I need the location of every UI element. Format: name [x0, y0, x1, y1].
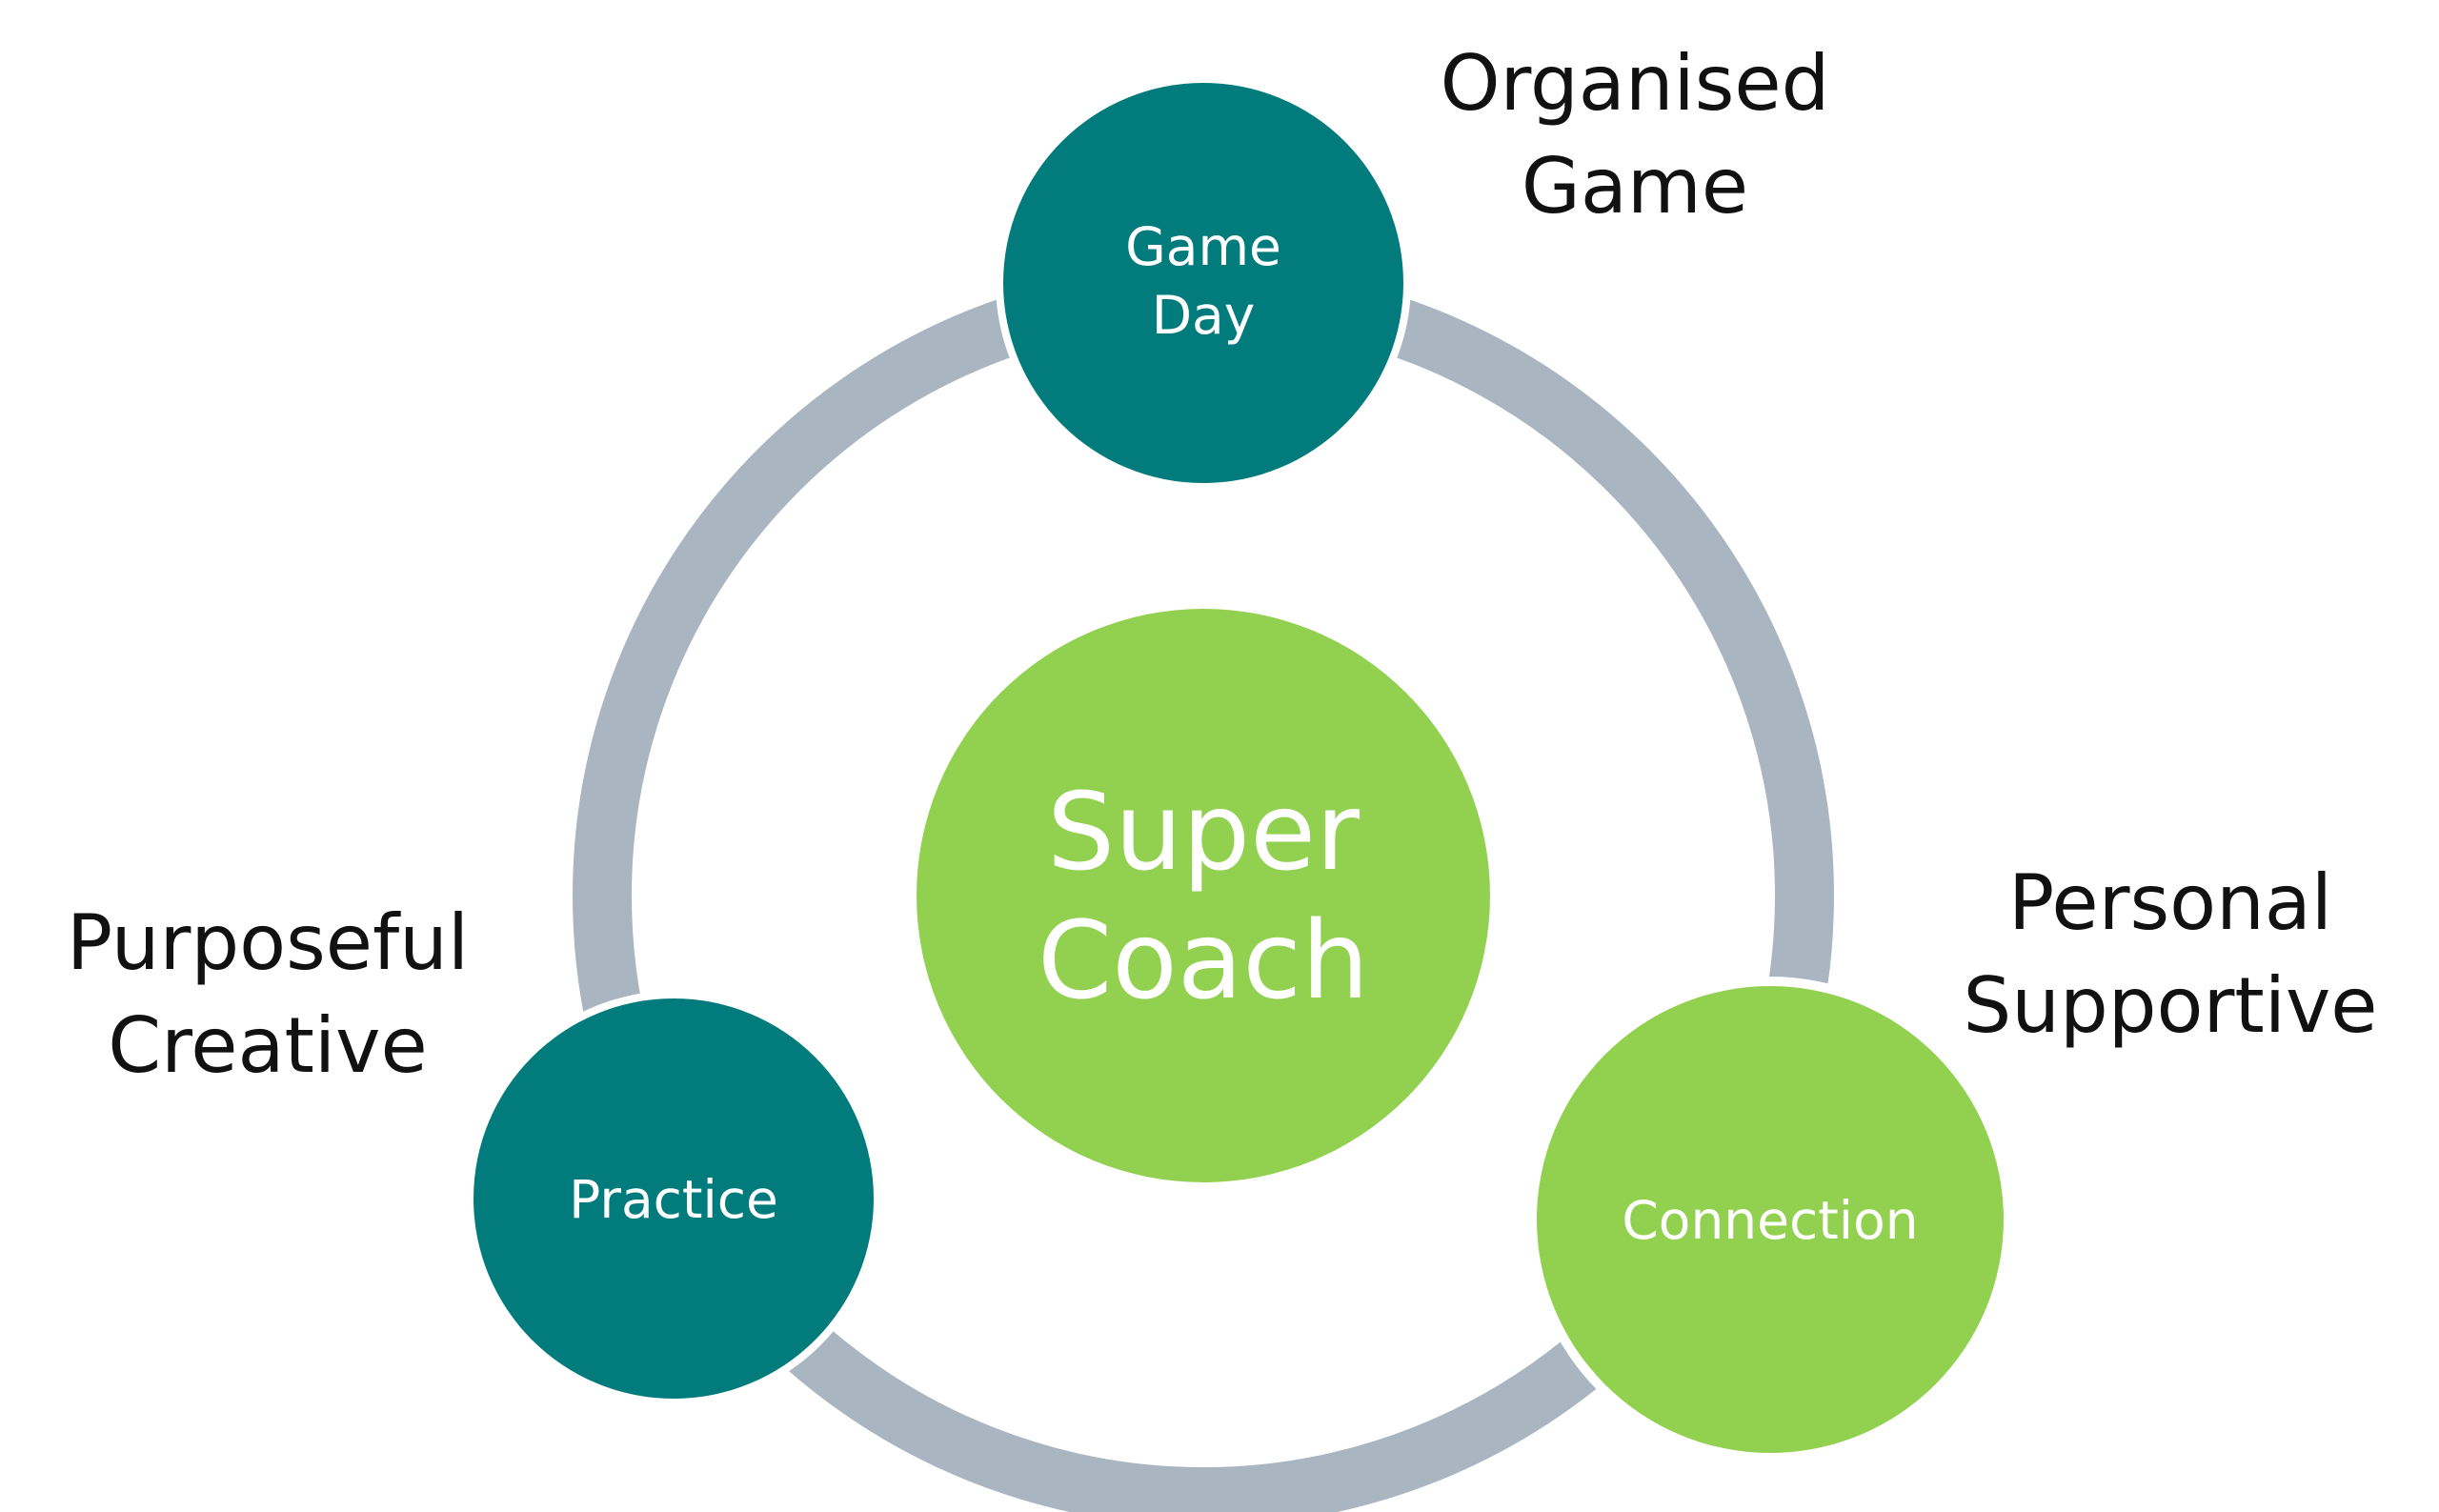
game-day-circle: [1003, 83, 1403, 483]
game-day-line-2: Day: [1152, 285, 1256, 346]
practice-node: Practice: [474, 998, 874, 1399]
game-day-line-1: Game: [1125, 216, 1281, 277]
practice-label: Practice: [569, 1169, 778, 1230]
connection-circle: [1537, 986, 2004, 1453]
connection-outer-label-line-2: Supportive: [1963, 961, 2377, 1050]
connection-outer-label-line-1: Personal: [2008, 858, 2332, 947]
center-line-1: Super: [1047, 771, 1361, 895]
game-day-outer-label-line-1: Organised: [1441, 39, 1830, 128]
practice-outer-label-line-2: Creative: [108, 1001, 427, 1090]
game-day-outer-label: Organised Game: [1441, 39, 1830, 231]
practice-outer-label-line-1: Purposeful: [67, 898, 469, 987]
connection-outer-label: Personal Supportive: [1963, 858, 2377, 1050]
connection-label: Connection: [1622, 1190, 1918, 1251]
game-day-outer-label-line-2: Game: [1522, 142, 1748, 231]
game-day-node: Game Day: [1003, 83, 1403, 483]
center-line-2: Coach: [1038, 899, 1369, 1023]
practice-outer-label: Purposeful Creative: [67, 898, 469, 1090]
practice-circle: [474, 998, 874, 1399]
super-coach-circle: [917, 609, 1490, 1182]
connection-node: Connection: [1537, 986, 2004, 1453]
